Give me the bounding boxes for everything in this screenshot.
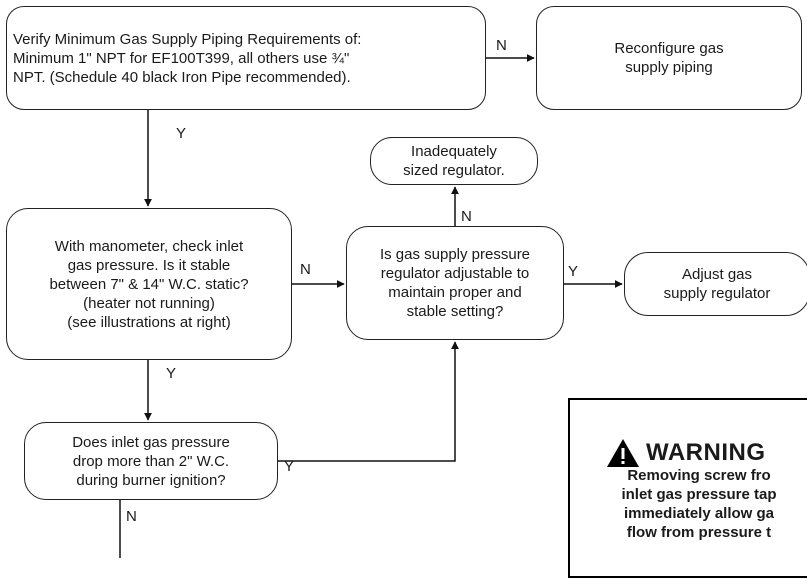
edge-label-drop-yes: Y [284, 458, 295, 475]
pressure-drop-node: Does inlet gas pressure drop more than 2… [24, 422, 278, 500]
edge-label-adjustable-yes: Y [568, 263, 579, 280]
edge-drop-to-adjustable [278, 341, 459, 462]
edge-label-verify-no: N [496, 37, 507, 54]
edge-label-verify-yes: Y [176, 125, 187, 142]
warning-triangle-icon [607, 439, 639, 467]
regulator-adjustable-text: Is gas supply pressure regulator adjusta… [379, 246, 531, 320]
reconfigure-piping-text: Reconfigure gas supply piping [614, 40, 724, 76]
edge-label-manometer-yes: Y [166, 365, 177, 382]
adjust-regulator-node: Adjust gas supply regulator [624, 252, 807, 316]
inadequate-regulator-node: Inadequately sized regulator. [370, 137, 538, 185]
reconfigure-piping-node: Reconfigure gas supply piping [536, 6, 802, 110]
verify-piping-text: Verify Minimum Gas Supply Piping Require… [13, 30, 362, 86]
edge-label-adjustable-no: N [461, 208, 472, 225]
warning-title: WARNING [646, 439, 766, 466]
flowchart-edges [119, 54, 623, 558]
verify-piping-node: Verify Minimum Gas Supply Piping Require… [6, 6, 486, 110]
regulator-adjustable-node: Is gas supply pressure regulator adjusta… [346, 226, 564, 340]
warning-box: WARNING Removing screw fro inlet gas pre… [568, 398, 807, 578]
edge-label-drop-no: N [126, 508, 137, 525]
check-inlet-pressure-text: With manometer, check inlet gas pressure… [49, 237, 249, 331]
warning-text: Removing screw fro inlet gas pressure ta… [621, 467, 777, 541]
adjust-regulator-text: Adjust gas supply regulator [663, 266, 771, 302]
check-inlet-pressure-node: With manometer, check inlet gas pressure… [6, 208, 292, 360]
pressure-drop-text: Does inlet gas pressure drop more than 2… [72, 433, 230, 489]
inadequate-regulator-text: Inadequately sized regulator. [403, 143, 505, 179]
edge-label-manometer-no: N [300, 261, 311, 278]
